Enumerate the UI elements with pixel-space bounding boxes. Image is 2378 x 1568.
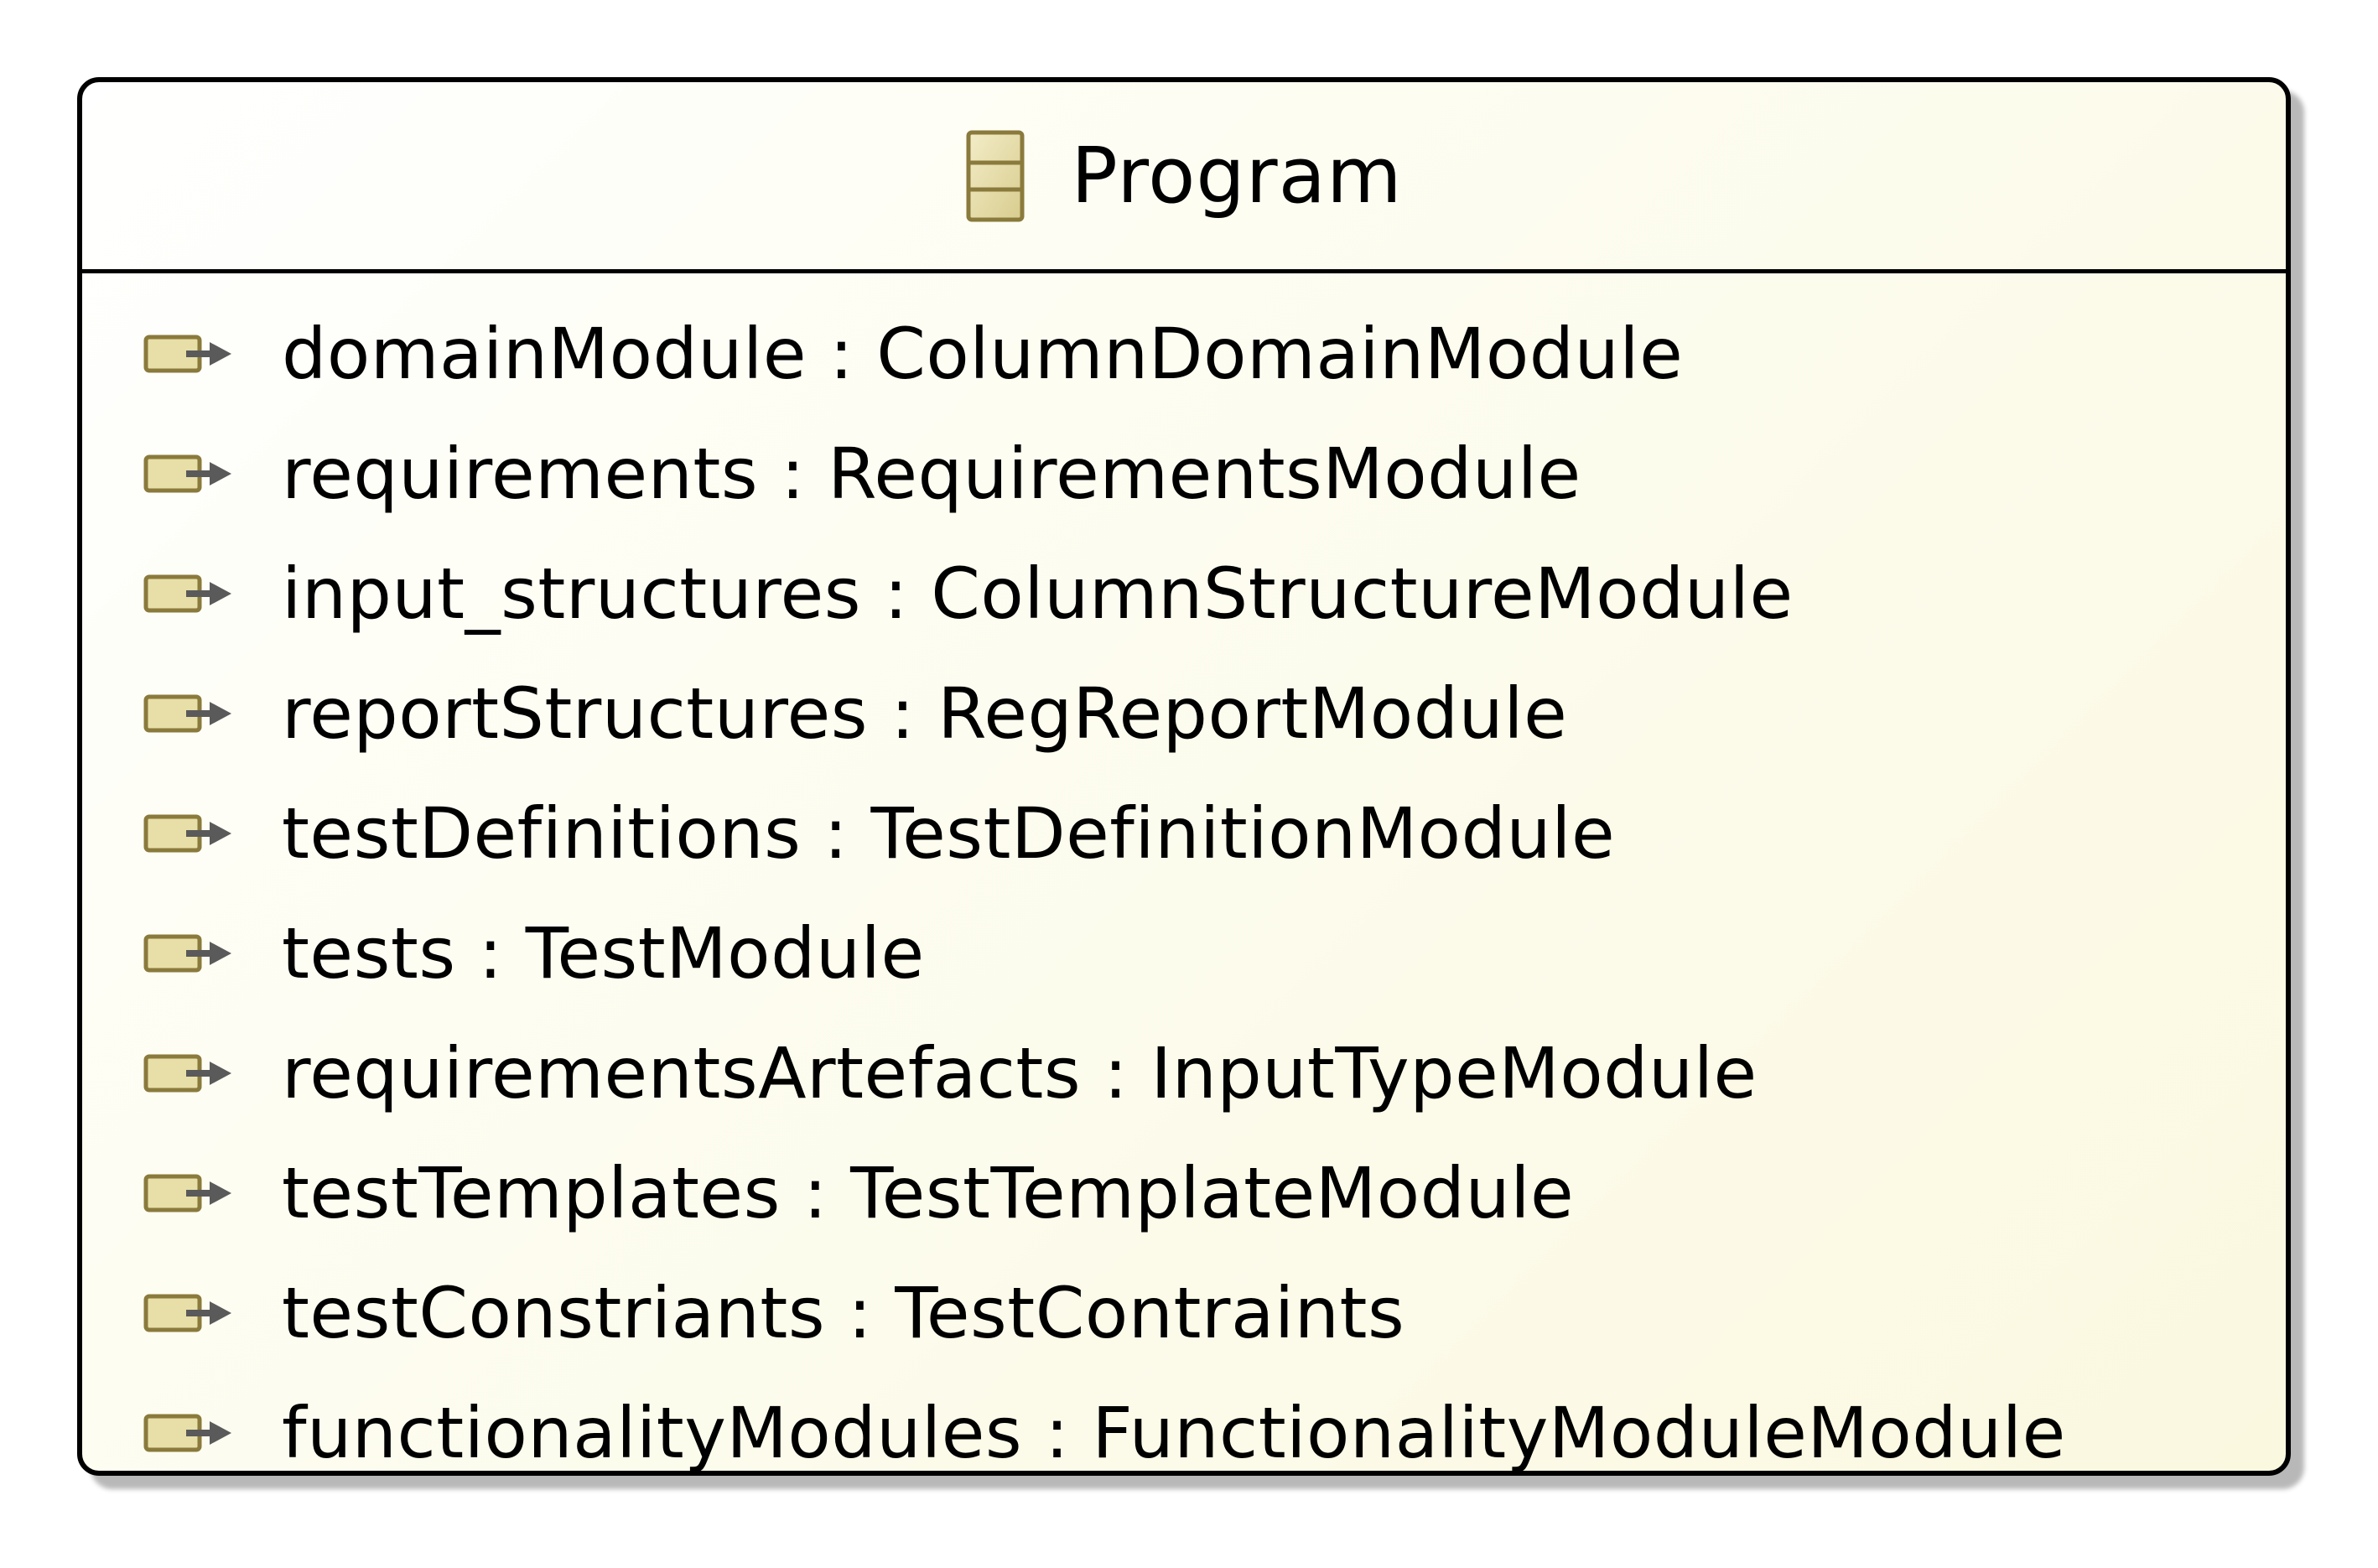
reference-arrow-icon [143,1414,231,1451]
attribute-list: domainModule : ColumnDomainModule require… [82,293,2286,1474]
attribute-label: testConstriants : TestContraints [282,1271,1405,1354]
class-icon [966,130,1025,221]
attribute-row[interactable]: testDefinitions : TestDefinitionModule [82,773,2286,893]
attribute-row[interactable]: functionalityModules : FunctionalityModu… [82,1373,2286,1474]
attribute-label: requirementsArtefacts : InputTypeModule [282,1031,1758,1114]
attribute-row[interactable]: requirementsArtefacts : InputTypeModule [82,1013,2286,1133]
attribute-row[interactable]: requirements : RequirementsModule [82,413,2286,533]
reference-arrow-icon [143,1054,231,1092]
attribute-label: requirements : RequirementsModule [282,432,1581,515]
reference-arrow-icon [143,454,231,492]
reference-arrow-icon [143,814,231,852]
class-box-program[interactable]: Program domainModule : ColumnDomainModul… [77,77,2291,1476]
class-header: Program [82,82,2286,273]
reference-arrow-icon [143,335,231,372]
attribute-label: domainModule : ColumnDomainModule [282,312,1684,395]
attribute-row[interactable]: reportStructures : RegReportModule [82,653,2286,773]
attribute-row[interactable]: input_structures : ColumnStructureModule [82,533,2286,653]
attribute-row[interactable]: testTemplates : TestTemplateModule [82,1133,2286,1253]
attribute-row[interactable]: tests : TestModule [82,893,2286,1013]
reference-arrow-icon [143,1174,231,1212]
attribute-label: tests : TestModule [282,911,925,994]
attribute-label: testDefinitions : TestDefinitionModule [282,792,1616,875]
reference-arrow-icon [143,574,231,612]
attribute-label: functionalityModules : FunctionalityModu… [282,1391,2066,1474]
attribute-row[interactable]: domainModule : ColumnDomainModule [82,293,2286,413]
reference-arrow-icon [143,694,231,732]
attribute-row[interactable]: testConstriants : TestContraints [82,1253,2286,1373]
attribute-label: input_structures : ColumnStructureModule [282,552,1794,635]
attribute-label: reportStructures : RegReportModule [282,672,1568,755]
reference-arrow-icon [143,934,231,972]
class-name: Program [1071,131,1403,221]
attribute-label: testTemplates : TestTemplateModule [282,1151,1575,1234]
reference-arrow-icon [143,1294,231,1332]
